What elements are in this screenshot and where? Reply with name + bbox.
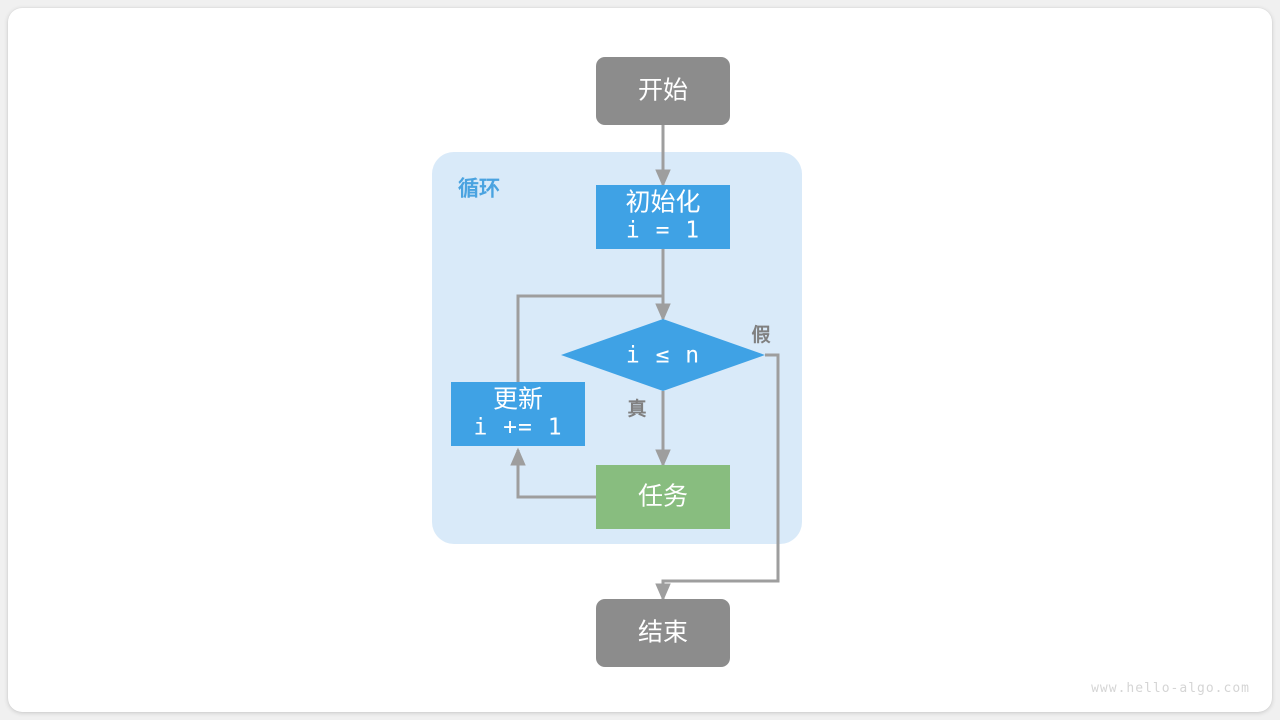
node-update-sublabel: i += 1: [473, 415, 562, 441]
edge-condition-to-end: 假: [655, 323, 780, 602]
node-task[interactable]: 任务: [596, 465, 730, 529]
edge-label-false: 假: [751, 323, 770, 346]
node-task-label: 任务: [638, 483, 688, 511]
node-start[interactable]: 开始: [596, 57, 730, 125]
edge-label-true: 真: [627, 397, 646, 420]
node-end[interactable]: 结束: [596, 599, 730, 667]
watermark: www.hello-algo.com: [1091, 681, 1250, 696]
loop-group-label: 循环: [458, 177, 500, 201]
node-start-label: 开始: [638, 77, 688, 105]
node-condition-label: i ≤ n: [626, 343, 700, 369]
node-init-sublabel: i = 1: [626, 218, 700, 244]
diagram-card: 循环 真 假: [8, 8, 1272, 712]
node-init[interactable]: 初始化 i = 1: [596, 185, 730, 249]
node-update-label: 更新: [493, 386, 543, 414]
flowchart-canvas: 循环 真 假: [432, 57, 802, 667]
edge-task-to-update: [510, 447, 596, 499]
edge-update-to-condition: [516, 294, 663, 382]
node-update[interactable]: 更新 i += 1: [451, 382, 585, 446]
edge-condition-to-task: 真: [627, 391, 671, 468]
node-end-label: 结束: [638, 619, 688, 647]
node-condition[interactable]: i ≤ n: [561, 319, 765, 391]
node-init-label: 初始化: [625, 189, 700, 217]
